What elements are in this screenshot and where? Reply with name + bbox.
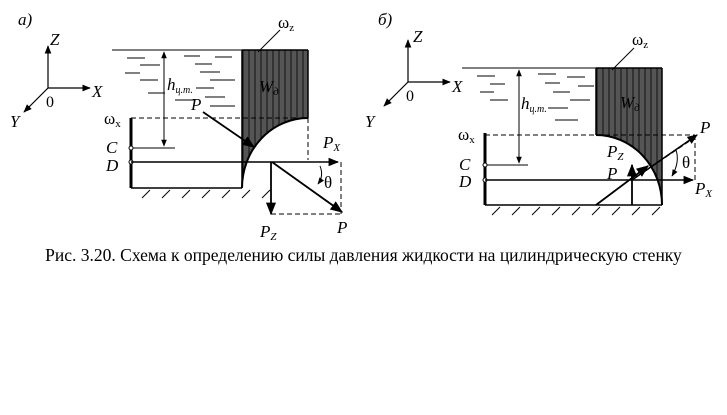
panel-b-axis-x: X bbox=[451, 77, 463, 96]
panel-a-p-top-label: P bbox=[190, 95, 201, 114]
panel-a-theta-arc bbox=[317, 165, 325, 185]
panel-a-cylindrical-wall bbox=[241, 117, 309, 189]
panel-b-h-label: hц.т. bbox=[521, 94, 547, 115]
panel-b-axis-y: Y bbox=[365, 112, 376, 131]
figure-diagram: а) Z X Y 0 bbox=[10, 10, 713, 243]
panel-a-w-label: Wд bbox=[259, 77, 279, 98]
panel-b-axis-z: Z bbox=[413, 27, 423, 46]
panel-a-axis-z: Z bbox=[50, 30, 60, 49]
panel-a-d-label: D bbox=[105, 156, 119, 175]
panel-b-theta-label: θ bbox=[682, 153, 690, 172]
panel-a-axes bbox=[23, 45, 91, 113]
panel-a-label: а) bbox=[18, 10, 33, 29]
panel-a-p-bottom-label: P bbox=[336, 218, 347, 237]
panel-a-axis-y: Y bbox=[10, 112, 21, 131]
panel-a-pz-label: PZ bbox=[259, 222, 277, 243]
panel-a-h-label: hц.т. bbox=[167, 75, 193, 96]
panel-b-pz-label: PZ bbox=[606, 142, 624, 163]
panel-b-force-p-mid bbox=[595, 165, 650, 206]
panel-a-pressure-body bbox=[242, 50, 308, 188]
panel-b-pressure-body bbox=[596, 68, 662, 205]
panel-b-ground-hatch bbox=[491, 206, 661, 216]
panel-b-omega-z: ωz bbox=[632, 30, 648, 51]
panel-b-label: б) bbox=[378, 10, 393, 29]
panel-b-theta-arc bbox=[671, 149, 678, 177]
panel-b-omega-x: ωx bbox=[458, 125, 475, 146]
panel-a-ground-hatch bbox=[141, 189, 271, 199]
panel-b-axes bbox=[383, 39, 451, 107]
panel-a-c-label: C bbox=[106, 138, 118, 157]
panel-a-omega-x: ωx bbox=[104, 109, 121, 130]
panel-b-cylindrical-wall bbox=[595, 134, 663, 206]
panel-a-px-label: PX bbox=[322, 133, 341, 154]
panel-b-c-label: C bbox=[459, 155, 471, 174]
panel-b-water-dashes bbox=[477, 73, 594, 121]
panel-b-w-label: Wд bbox=[620, 93, 640, 114]
panel-a-force-p bbox=[271, 161, 344, 213]
panel-a-force-p-top bbox=[202, 111, 256, 148]
panel-b: б) Z X Y 0 bbox=[365, 10, 713, 216]
panel-b-d-label: D bbox=[458, 172, 472, 191]
panel-a-origin: 0 bbox=[46, 94, 54, 111]
panel-b-p-mid-label: P bbox=[606, 164, 617, 183]
figure-caption: Рис. 3.20. Схема к определению силы давл… bbox=[45, 245, 682, 265]
panel-a-axis-x: X bbox=[91, 82, 103, 101]
panel-a-water-dashes bbox=[125, 55, 235, 107]
panel-b-p-right-label: P bbox=[699, 118, 710, 137]
panel-a-theta-label: θ bbox=[324, 173, 332, 192]
panel-a-omega-z: ωz bbox=[278, 13, 294, 34]
panel-a: а) Z X Y 0 bbox=[10, 10, 347, 243]
panel-b-px-label: PX bbox=[694, 179, 713, 200]
panel-b-origin: 0 bbox=[406, 88, 414, 105]
